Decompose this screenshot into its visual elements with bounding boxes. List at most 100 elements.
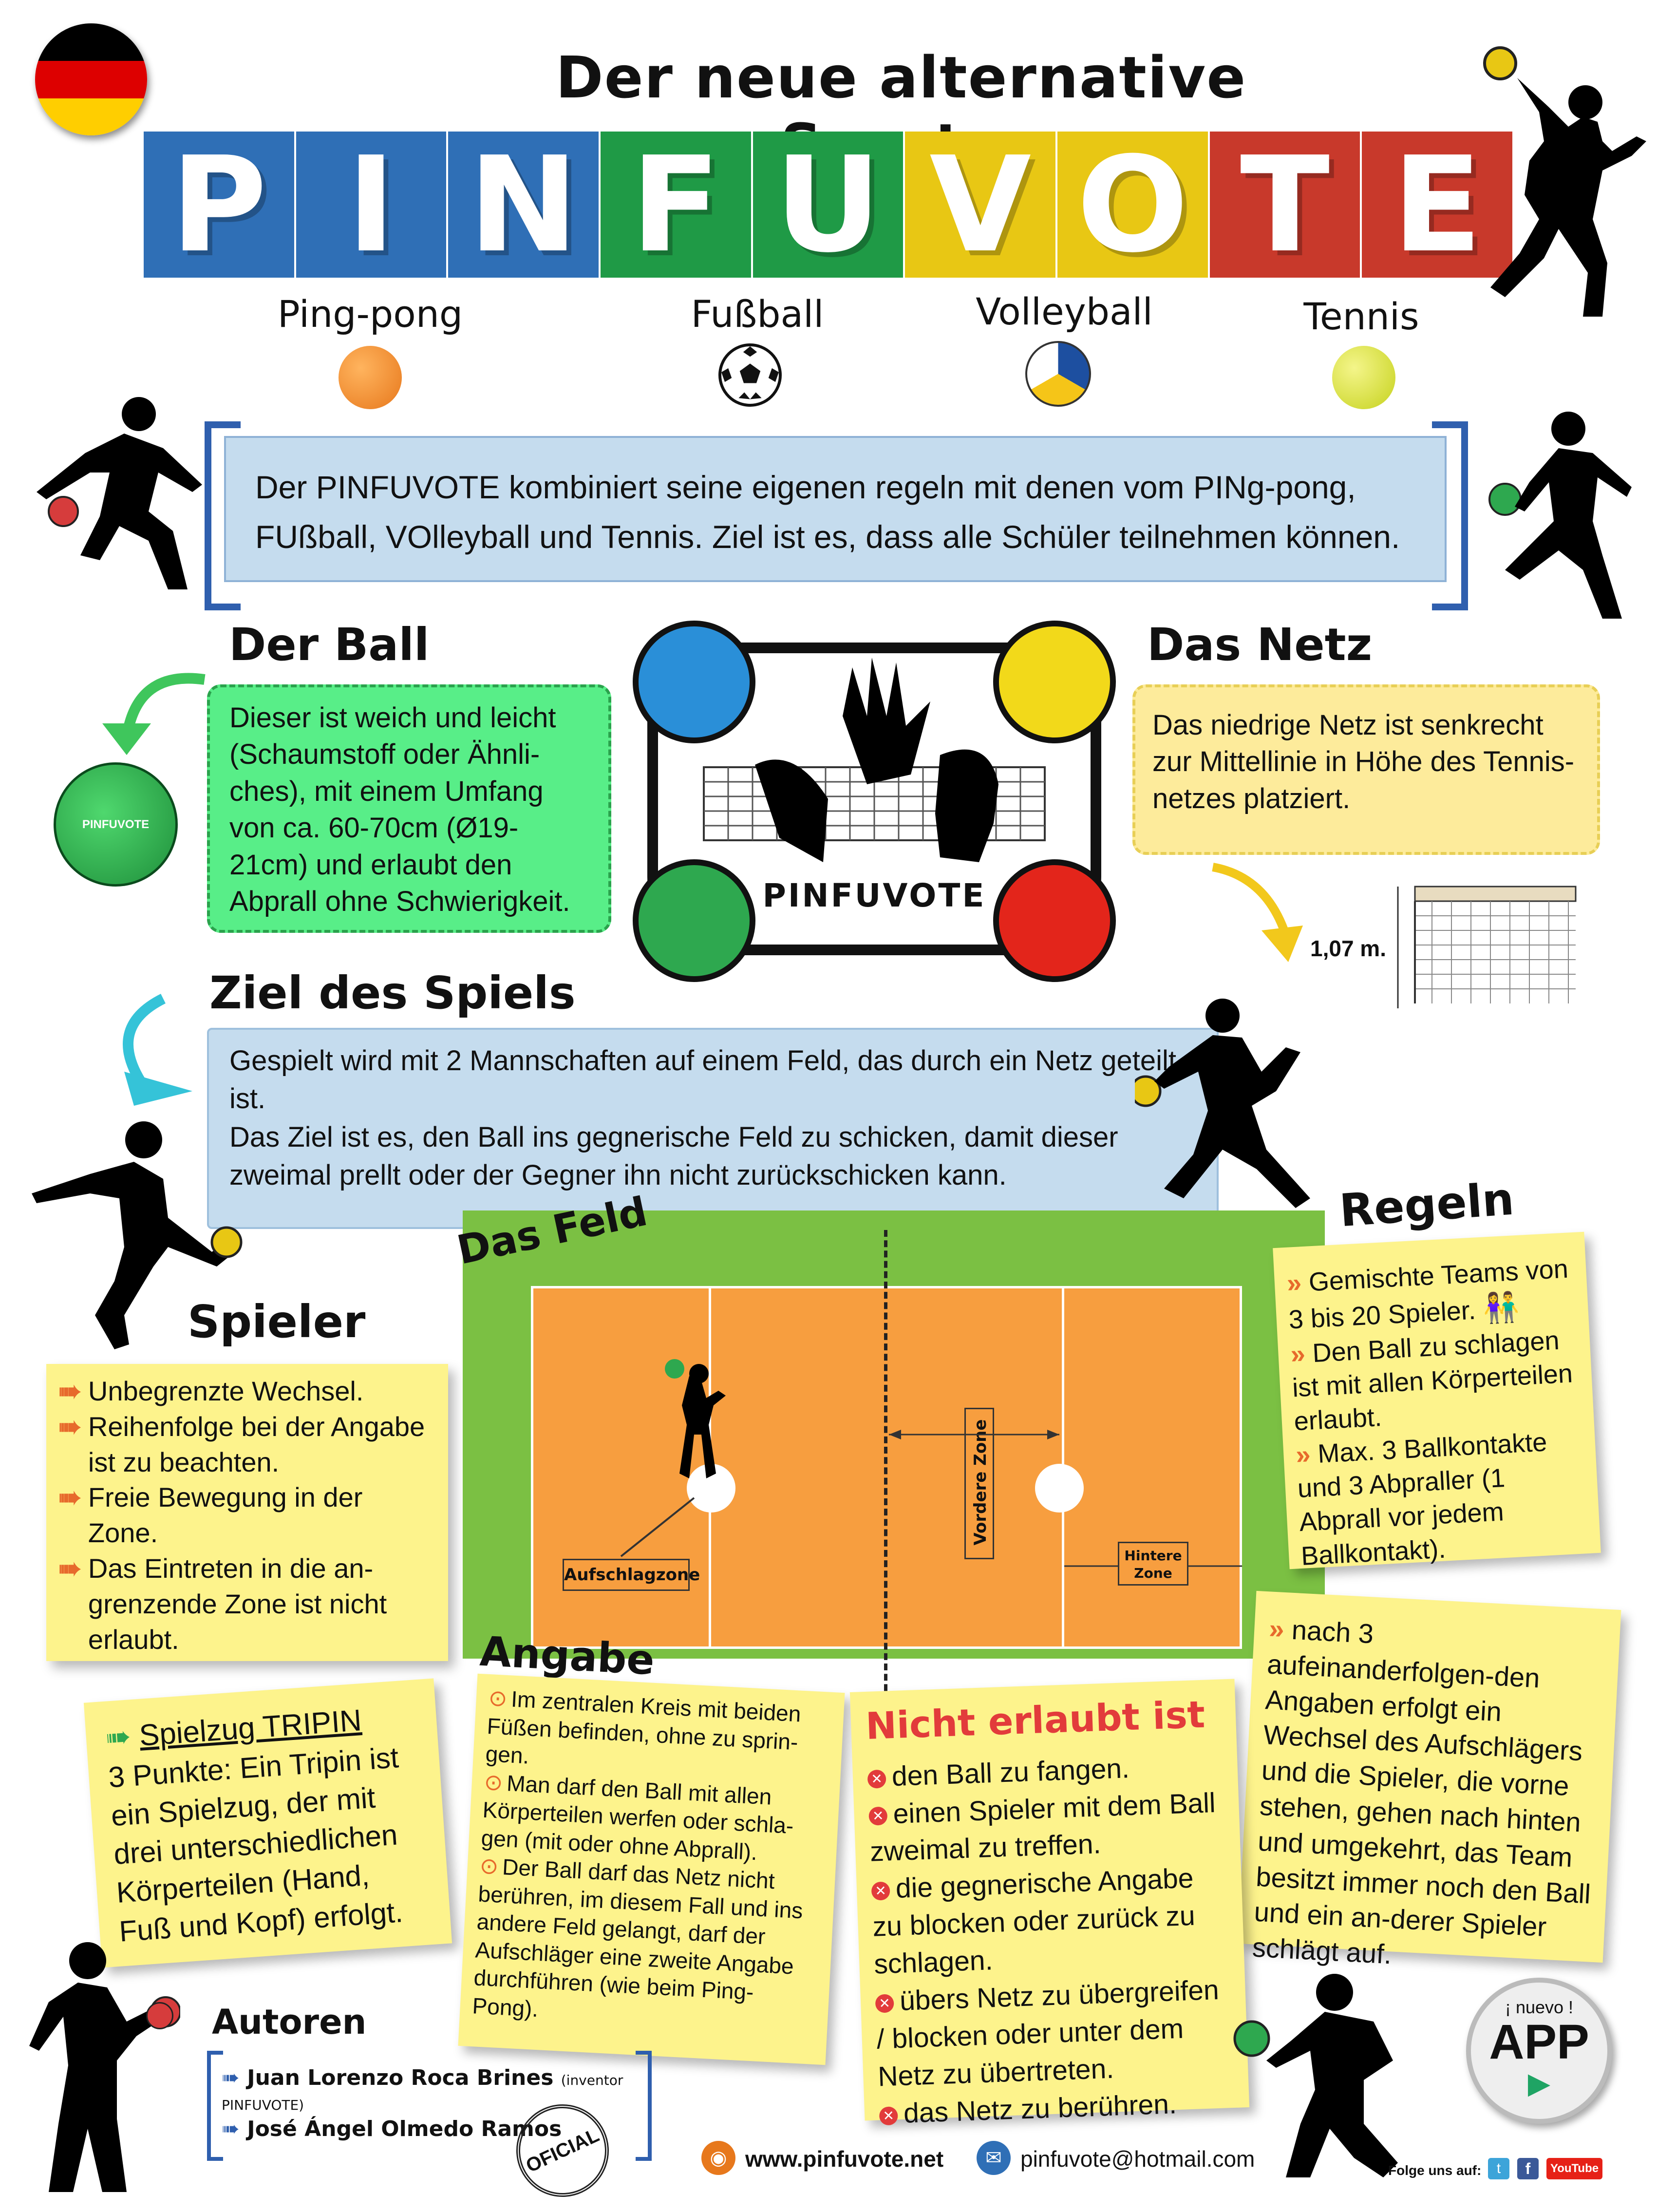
front-zone-label: Vordere Zone bbox=[964, 1408, 994, 1559]
bracket-right bbox=[636, 2051, 652, 2161]
tennis-ball-icon bbox=[1332, 346, 1395, 409]
volleyball-icon bbox=[1025, 341, 1091, 407]
team-icon: 👫 bbox=[1482, 1290, 1520, 1325]
title-letter: F bbox=[601, 128, 751, 282]
facebook-icon[interactable]: f bbox=[1517, 2158, 1539, 2179]
arrow-bullet-icon: ➠ bbox=[222, 2065, 240, 2090]
stamp-text: OFICIAL bbox=[522, 2124, 603, 2177]
authors-title: Autoren bbox=[212, 2002, 367, 2042]
not-allowed-box: Nicht erlaubt ist ✕den Ball zu fangen. ✕… bbox=[849, 1679, 1250, 2129]
arrow-bullet-icon: ➠ bbox=[58, 1552, 81, 1584]
net-description: Das niedrige Netz ist senkrecht zur Mitt… bbox=[1132, 684, 1600, 855]
app-badge-label: APP bbox=[1489, 2015, 1589, 2069]
list-item-text: den Ball zu fangen. bbox=[891, 1752, 1130, 1792]
list-item: ➠Das Eintreten in die an-grenzende Zone … bbox=[58, 1551, 436, 1657]
pinfuvote-ball-icon: PINFUVOTE bbox=[54, 762, 178, 887]
circle-bullet-icon: ⊙ bbox=[488, 1685, 508, 1711]
net-line bbox=[884, 1230, 887, 1722]
players-box: ➠Unbegrenzte Wechsel. ➠Reihenfolge bei d… bbox=[46, 1364, 448, 1661]
net-title: Das Netz bbox=[1147, 619, 1373, 671]
german-flag-icon bbox=[35, 23, 147, 135]
bracket-left bbox=[207, 2051, 223, 2161]
sport-label-fussball: Fußball bbox=[691, 292, 824, 336]
player-silhouette-icon bbox=[32, 1121, 243, 1349]
goal-box: Gespielt wird mit 2 Mannschaften auf ein… bbox=[207, 1028, 1219, 1229]
ball-logo-text: PINFUVOTE bbox=[82, 817, 150, 831]
pinfuvote-title: P I N F U V O T E bbox=[144, 128, 1513, 282]
player-silhouette-icon bbox=[1135, 999, 1310, 1208]
list-item: ➠Unbegrenzte Wechsel. bbox=[58, 1374, 436, 1409]
goal-line-2: Das Ziel ist es, den Ball ins gegnerisch… bbox=[229, 1121, 1118, 1191]
circle-bullet-icon: ⊙ bbox=[483, 1769, 504, 1796]
bracket-right bbox=[1432, 421, 1468, 610]
list-item-text: Der Ball darf das Netz nicht berühren, i… bbox=[471, 1854, 804, 2022]
bracket-left bbox=[205, 421, 241, 610]
arrow-bullet-icon: ➠ bbox=[222, 2117, 240, 2141]
player-silhouette-icon bbox=[37, 397, 202, 589]
player-silhouette-icon bbox=[1483, 46, 1646, 317]
list-item-text: Den Ball zu schlagen ist mit allen Körpe… bbox=[1291, 1325, 1574, 1437]
title-letter: V bbox=[905, 128, 1056, 282]
title-letter: N bbox=[448, 128, 599, 282]
website-link[interactable]: www.pinfuvote.net bbox=[745, 2146, 944, 2172]
pingpong-ball-icon bbox=[339, 346, 402, 409]
serve-zone-label: Aufschlagzone bbox=[563, 1559, 700, 1591]
arrow-bullet-icon: ➠ bbox=[58, 1482, 81, 1513]
center-circle bbox=[1035, 1464, 1084, 1512]
list-item: ✕die gegnerische Angabe zu blocken oder … bbox=[871, 1859, 1230, 1984]
player-silhouette-icon bbox=[1488, 412, 1632, 619]
email-link[interactable]: pinfuvote@hotmail.com bbox=[1020, 2146, 1255, 2172]
sport-label-pingpong: Ping-pong bbox=[277, 292, 463, 336]
follow-label: Folge uns auf: bbox=[1388, 2163, 1482, 2178]
email-icon: ✉ bbox=[977, 2141, 1011, 2175]
app-badge[interactable]: ¡ nuevo ! APP ▶ bbox=[1466, 1978, 1612, 2124]
list-item-text: Unbegrenzte Wechsel. bbox=[88, 1376, 364, 1406]
ball-description: Dieser ist weich und leicht (Schaumstoff… bbox=[207, 684, 611, 933]
list-item: ✕übers Netz zu übergreifen / blocken ode… bbox=[875, 1971, 1234, 2096]
twitter-icon[interactable]: t bbox=[1488, 2158, 1509, 2179]
circle-bullet-icon: ⊙ bbox=[479, 1853, 499, 1879]
double-chevron-icon: » bbox=[1268, 1613, 1285, 1645]
curved-arrow-icon bbox=[1212, 863, 1303, 962]
list-item: » Den Ball zu schlagen ist mit allen Kör… bbox=[1290, 1323, 1582, 1439]
rules-box: » Gemischte Teams von 3 bis 20 Spieler. … bbox=[1273, 1231, 1601, 1571]
back-zone-label: Hintere Zone bbox=[1118, 1542, 1188, 1586]
not-allowed-title: Nicht erlaubt ist bbox=[865, 1692, 1206, 1748]
list-item-text: Das Eintreten in die an-grenzende Zone i… bbox=[88, 1552, 387, 1655]
curved-arrow-icon bbox=[102, 673, 206, 755]
x-icon: ✕ bbox=[879, 2106, 898, 2126]
rules-title: Regeln bbox=[1337, 1172, 1516, 1237]
double-chevron-icon: » bbox=[1286, 1268, 1302, 1298]
rotation-box: » nach 3 aufeinanderfolgen-den Angaben e… bbox=[1238, 1590, 1621, 1970]
sport-label-tennis: Tennis bbox=[1303, 295, 1419, 338]
list-item-text: Max. 3 Ballkontakte und 3 Abpraller (1 A… bbox=[1297, 1427, 1548, 1571]
list-item-text: Freie Bewegung in der Zone. bbox=[88, 1482, 363, 1549]
title-letter: U bbox=[753, 128, 904, 282]
author-1: ➠ Juan Lorenzo Roca Brines (inventor PIN… bbox=[222, 2065, 660, 2115]
list-item-text: Reihenfolge bei der Angabe ist zu beacht… bbox=[88, 1411, 425, 1477]
court-diagram: Aufschlagzone Vordere Zone Hintere Zone bbox=[531, 1230, 1242, 1722]
youtube-icon[interactable]: YouTube bbox=[1546, 2158, 1603, 2179]
serve-box: ⊙Im zentralen Kreis mit beiden Füßen bef… bbox=[458, 1673, 845, 2065]
x-icon: ✕ bbox=[868, 1807, 888, 1826]
list-item: ➠Reihenfolge bei der Angabe ist zu beach… bbox=[58, 1409, 436, 1480]
sport-label-volleyball: Volleyball bbox=[976, 290, 1153, 333]
list-item: ✕einen Spieler mit dem Ball zweimal zu t… bbox=[868, 1784, 1226, 1871]
list-item-text: Man darf den Ball mit allen Körperteilen… bbox=[480, 1770, 794, 1865]
list-item-text: einen Spieler mit dem Ball zweimal zu tr… bbox=[869, 1787, 1216, 1868]
player-silhouette-icon bbox=[29, 1942, 180, 2192]
curved-arrow-icon bbox=[123, 994, 192, 1106]
player-silhouette-icon bbox=[1233, 1974, 1398, 2177]
x-icon: ✕ bbox=[875, 1994, 894, 2013]
list-item: ⊙Der Ball darf das Netz nicht berühren, … bbox=[471, 1852, 823, 2038]
play-store-icon: ▶ bbox=[1527, 2067, 1551, 2099]
logo-text: PINFUVOTE bbox=[762, 877, 986, 914]
arrow-bullet-icon: ➠ bbox=[58, 1411, 81, 1442]
soccer-ball-icon bbox=[718, 343, 782, 407]
rotation-text: nach 3 aufeinanderfolgen-den Angaben erf… bbox=[1251, 1614, 1592, 1970]
author-1-name: Juan Lorenzo Roca Brines bbox=[247, 2065, 554, 2090]
list-item-text: übers Netz zu übergreifen / blocken oder… bbox=[876, 1974, 1220, 2093]
arrow-bullet-icon: ➠ bbox=[58, 1376, 81, 1406]
title-letter: T bbox=[1209, 128, 1360, 282]
list-item-text: Im zentralen Kreis mit beiden Füßen befi… bbox=[485, 1686, 802, 1769]
